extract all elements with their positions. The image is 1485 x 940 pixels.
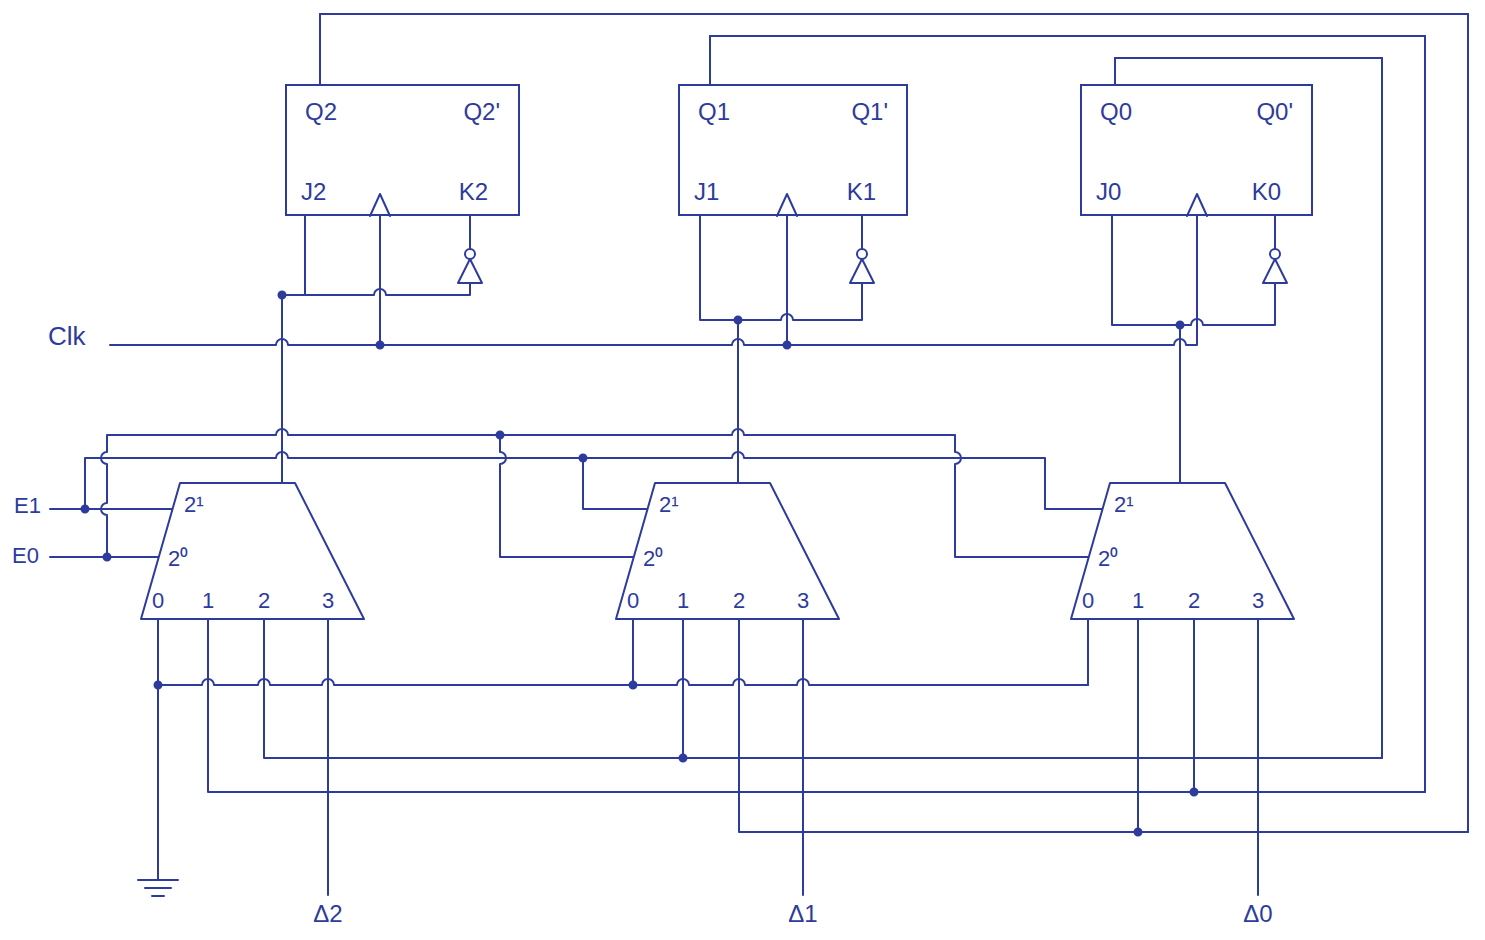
wire: [1112, 216, 1180, 482]
wire: [320, 14, 1468, 832]
k-branch-wire: [861, 216, 863, 249]
input-name: J1: [694, 178, 719, 206]
wire: [208, 36, 1425, 792]
signal-label: Δ1: [788, 900, 817, 928]
input-number: 1: [677, 588, 689, 613]
input-name: K0: [1252, 178, 1281, 206]
clock-symbol: [370, 194, 390, 216]
wire: [683, 58, 1382, 758]
wire: [282, 216, 305, 482]
jk-flip-flop: Q0 Q0' J0 K0: [1080, 84, 1313, 216]
k-branch-wire: [738, 283, 862, 320]
inverter-bubble: [1270, 249, 1280, 259]
select-weight: 2⁰: [168, 546, 188, 571]
k-branch-wire: [1180, 283, 1275, 325]
ground-symbol: [138, 880, 178, 896]
output-name: Q2: [305, 98, 337, 126]
multiplexer-shape: [616, 483, 839, 619]
output-name: Q2': [463, 98, 500, 126]
input-number: 2: [258, 588, 270, 613]
input-number: 1: [1132, 588, 1144, 613]
multiplexer: 2¹ 2⁰0 1 2 3: [1070, 482, 1295, 620]
k-branch-wire: [469, 216, 471, 249]
select-weight: 2¹: [1114, 492, 1134, 517]
inverter-symbol: [458, 259, 482, 283]
junction-dot: [104, 554, 111, 561]
ground-bus: [158, 679, 1088, 685]
input-name: J0: [1096, 178, 1121, 206]
jk-flip-flop: Q1 Q1' J1 K1: [678, 84, 908, 216]
select-line: [50, 508, 172, 510]
ground-wire: [1087, 620, 1089, 685]
input-number: 3: [322, 588, 334, 613]
signal-label: Clk: [48, 322, 86, 352]
multiplexer: 2¹ 2⁰0 1 2 3: [140, 482, 365, 620]
inverter-symbol: [850, 259, 874, 283]
output-name: Q0: [1100, 98, 1132, 126]
ground-wire: [157, 620, 159, 880]
select-bus: [101, 429, 1088, 557]
multiplexer-shape: [1071, 483, 1294, 619]
clock-symbol: [1187, 194, 1207, 216]
input-name: K1: [847, 178, 876, 206]
junction-dot: [82, 506, 89, 513]
input-number: 0: [1082, 588, 1094, 613]
output-name: Q1': [851, 98, 888, 126]
select-line: [500, 435, 633, 557]
select-weight: 2⁰: [643, 546, 663, 571]
signal-label: E1: [14, 493, 41, 518]
wire: [264, 58, 1382, 758]
signal-label: Δ0: [1243, 900, 1272, 928]
input-name: K2: [459, 178, 488, 206]
inverter-bubble: [465, 249, 475, 259]
k-branch-wire: [1274, 216, 1276, 249]
junction-dot: [497, 432, 504, 439]
ground-wire: [632, 620, 634, 685]
input-number: 0: [152, 588, 164, 613]
select-bus: [85, 452, 1102, 509]
wire: [320, 14, 1468, 832]
k-branch-wire: [282, 283, 470, 295]
output-name: Q0': [1256, 98, 1293, 126]
clock-symbol: [777, 194, 797, 216]
junction-dot: [155, 682, 162, 689]
signal-label: E0: [12, 543, 39, 568]
input-number: 2: [733, 588, 745, 613]
select-weight: 2¹: [659, 492, 679, 517]
junction-dot: [630, 682, 637, 689]
junction-dot: [377, 342, 384, 349]
wire: [710, 36, 1425, 792]
junction-dot: [580, 455, 587, 462]
clock-line: [786, 216, 788, 345]
input-number: 3: [1252, 588, 1264, 613]
jk-flip-flop: Q2 Q2' J2 K2: [285, 84, 520, 216]
input-number: 2: [1188, 588, 1200, 613]
clock-line: [379, 216, 381, 345]
multiplexer-shape: [141, 483, 364, 619]
input-number: 1: [202, 588, 214, 613]
inverter-symbol: [1263, 259, 1287, 283]
select-weight: 2⁰: [1098, 546, 1118, 571]
inverter-bubble: [857, 249, 867, 259]
wire: [700, 216, 738, 482]
multiplexer: 2¹ 2⁰0 1 2 3: [615, 482, 840, 620]
junction-dot: [784, 342, 791, 349]
input-name: J2: [301, 178, 326, 206]
input-number: 3: [797, 588, 809, 613]
output-name: Q1: [698, 98, 730, 126]
input-number: 0: [627, 588, 639, 613]
signal-label: Δ2: [313, 900, 342, 928]
select-weight: 2¹: [184, 492, 204, 517]
clock-line: [110, 216, 1197, 345]
select-line: [583, 458, 647, 509]
